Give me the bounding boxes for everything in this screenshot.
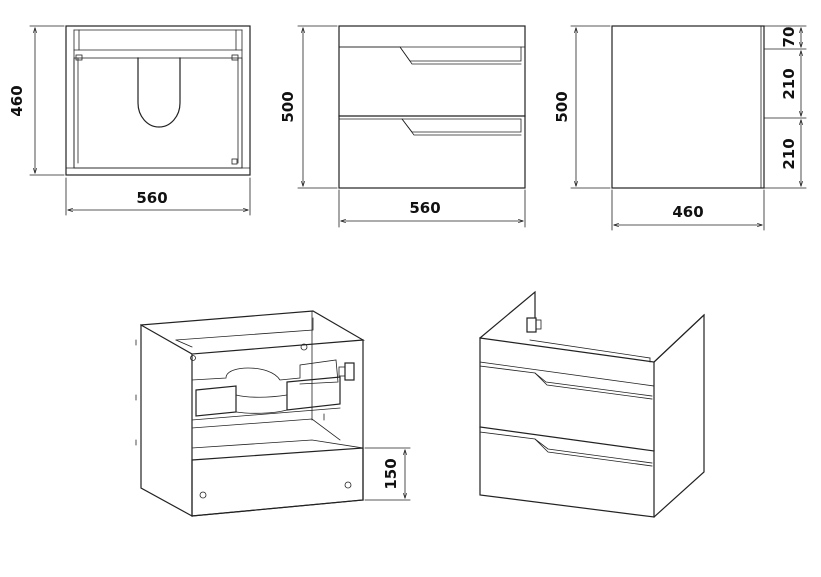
isometric-open-view: 150 — [135, 310, 411, 518]
height-label: 460 — [8, 85, 26, 116]
side-height-dimension: 500 — [553, 25, 611, 189]
drawer-height-label: 150 — [382, 458, 400, 489]
front-view-closed: 500 560 — [279, 25, 526, 228]
closed-width-dimension: 560 — [338, 189, 526, 228]
side-height-label: 500 — [553, 91, 571, 122]
width-dimension: 560 — [65, 177, 251, 216]
segment-middle-label: 210 — [780, 68, 798, 99]
segment-top-label: 70 — [780, 27, 798, 48]
isometric-closed-view — [479, 290, 705, 518]
height-dimension: 460 — [8, 25, 65, 176]
closed-height-dimension: 500 — [279, 25, 338, 189]
segment-bottom-label: 210 — [780, 138, 798, 169]
width-label: 560 — [136, 189, 167, 207]
drawer-height-dimension: 150 — [364, 447, 411, 501]
side-depth-label: 460 — [672, 203, 703, 221]
front-view-open: 460 560 — [8, 25, 251, 216]
closed-width-label: 560 — [409, 199, 440, 217]
side-depth-dimension: 460 — [611, 189, 765, 231]
closed-height-label: 500 — [279, 91, 297, 122]
side-view: 500 70 210 210 460 — [553, 25, 807, 231]
segment-dimensions: 70 210 210 — [780, 27, 801, 186]
